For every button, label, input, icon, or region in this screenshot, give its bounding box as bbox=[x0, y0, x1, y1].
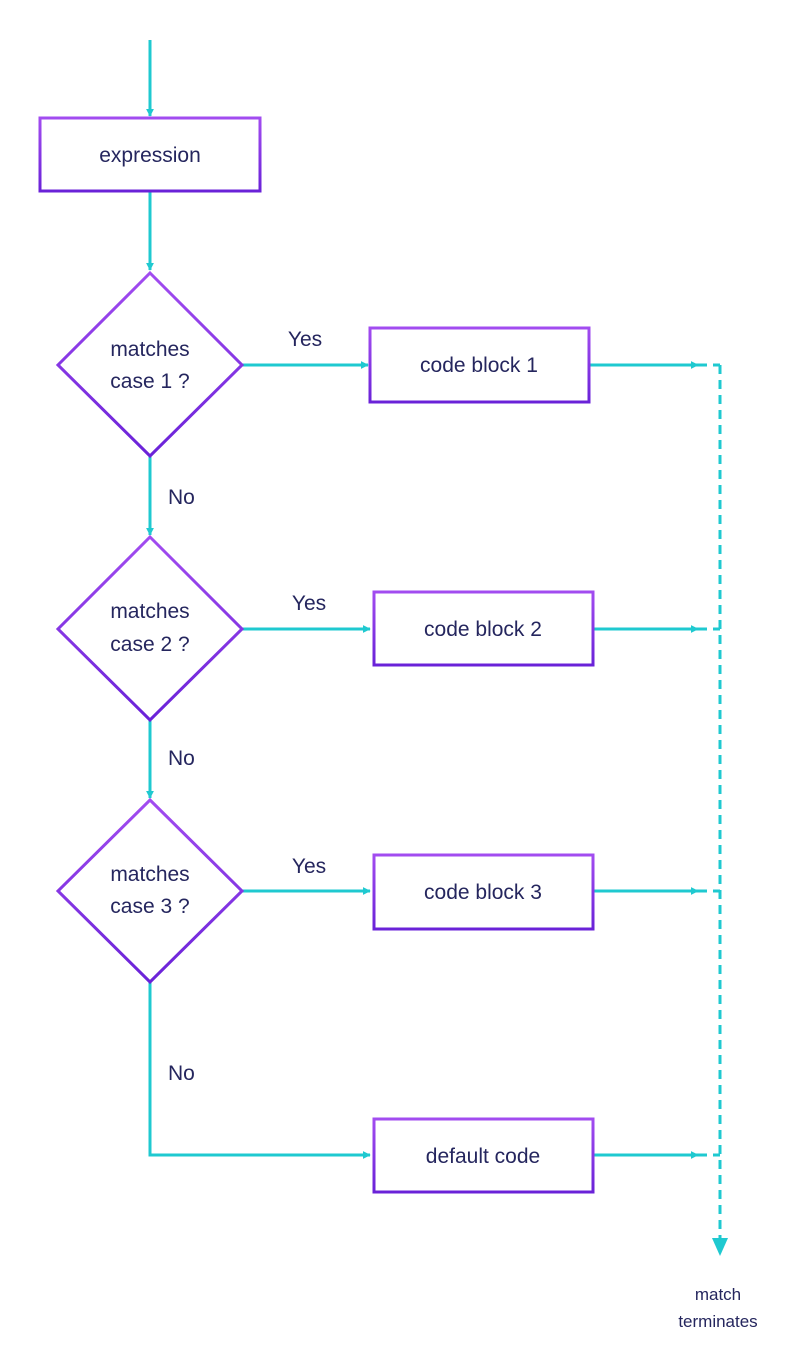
code-block-2-node: code block 2 bbox=[372, 590, 595, 667]
decision-3-line1: matches bbox=[110, 863, 189, 886]
decision-2-line1: matches bbox=[110, 600, 189, 623]
decision-1-diamond bbox=[55, 270, 245, 459]
decision-case-1: matches case 1 ? bbox=[55, 270, 245, 459]
default-code-node: default code bbox=[372, 1117, 595, 1194]
decision-1-line1: matches bbox=[110, 338, 189, 361]
code-block-3-box bbox=[372, 853, 595, 931]
default-code-label: default code bbox=[426, 1145, 540, 1168]
code-block-2-label: code block 2 bbox=[424, 618, 542, 641]
expression-label: expression bbox=[99, 144, 201, 167]
default-code-box bbox=[372, 1117, 595, 1194]
code-block-2-box bbox=[372, 590, 595, 667]
no-label-2: No bbox=[168, 747, 195, 770]
decision3-no-arrow bbox=[148, 982, 371, 1159]
code-block-1-node: code block 1 bbox=[368, 326, 591, 404]
code-block-3-label: code block 3 bbox=[424, 881, 542, 904]
decision-1-line2: case 1 ? bbox=[110, 370, 189, 393]
decision-2-diamond bbox=[55, 534, 245, 723]
expression-node: expression bbox=[38, 116, 262, 193]
no-label-1: No bbox=[168, 486, 195, 509]
yes-label-2: Yes bbox=[292, 592, 326, 615]
decision-case-2: matches case 2 ? bbox=[55, 534, 245, 723]
code-block-1-label: code block 1 bbox=[420, 354, 538, 377]
match-terminates-line2: terminates bbox=[678, 1312, 757, 1331]
match-terminates-line1: match bbox=[695, 1285, 741, 1304]
decision-2-line2: case 2 ? bbox=[110, 633, 189, 656]
expression-box bbox=[38, 116, 262, 193]
code-block-3-node: code block 3 bbox=[372, 853, 595, 931]
terminate-arrowhead-icon bbox=[712, 1238, 728, 1256]
decision-3-line2: case 3 ? bbox=[110, 895, 189, 918]
connectors bbox=[146, 40, 699, 1159]
no-label-3: No bbox=[168, 1062, 195, 1085]
yes-label-1: Yes bbox=[288, 328, 322, 351]
yes-label-3: Yes bbox=[292, 855, 326, 878]
decision-case-3: matches case 3 ? bbox=[55, 797, 245, 985]
code-block-1-box bbox=[368, 326, 591, 404]
dashed-collector bbox=[698, 363, 722, 1240]
decision-3-diamond bbox=[55, 797, 245, 985]
